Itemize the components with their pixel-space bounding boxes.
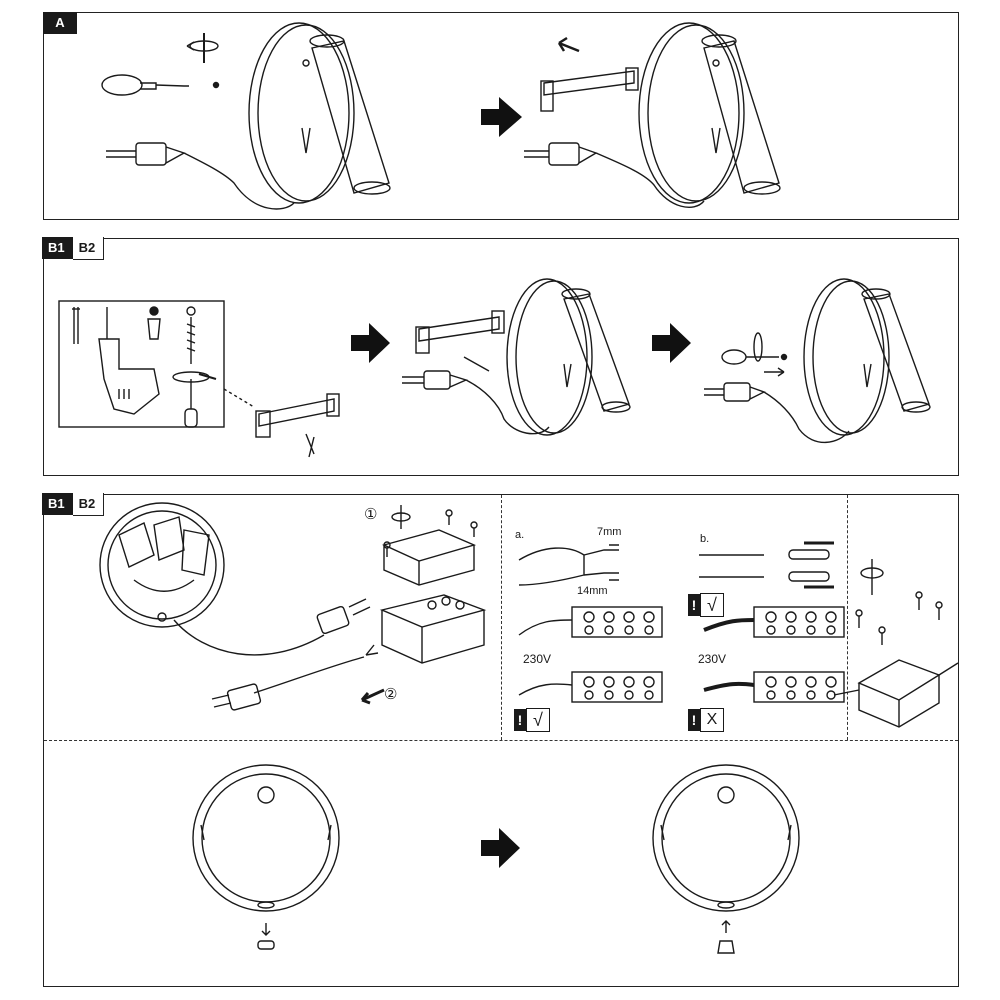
screws-group-2 (855, 591, 943, 645)
wall-lamp-2 (638, 22, 781, 204)
ok-badge-b: ! √ (688, 593, 724, 617)
step-arrow-c (481, 828, 520, 868)
error-badge: ! X (688, 708, 724, 732)
warning-icon: ! (514, 709, 526, 731)
panel-b-tag-right: B2 (72, 237, 105, 260)
mounting-bracket-b1 (255, 393, 340, 458)
sub-b-label: b. (700, 533, 710, 545)
check-mark-a: √ (526, 708, 550, 732)
rotate-icon-2 (391, 505, 411, 529)
warning-icon: ! (688, 594, 700, 616)
panel-c-tag-right: B2 (72, 493, 105, 516)
sub-a-label: a. (515, 529, 525, 541)
ok-badge-a: ! √ (514, 708, 550, 732)
panel-a: A (43, 12, 959, 220)
strip-short-label: 7mm (597, 526, 622, 538)
terminal-block-b-2 (703, 671, 845, 703)
step-arrow-b2 (652, 323, 691, 363)
lamp-base-open (99, 502, 225, 628)
panel-b-illustration (58, 278, 931, 458)
wall-lamp-3 (506, 278, 631, 436)
voltage-b-label: 230V (698, 652, 727, 666)
base-plate-1 (192, 764, 340, 912)
panel-b-tag: B1 B2 (42, 237, 105, 261)
divider-horizontal (44, 740, 958, 741)
mounting-bracket-b2 (415, 310, 505, 354)
screws-group-1 (383, 509, 478, 557)
junction-box-closed (833, 659, 959, 728)
check-mark-b: √ (700, 593, 724, 617)
panel-b: B1 B2 (42, 237, 959, 476)
cap-removed-icon (257, 923, 275, 950)
panel-c-illustration (99, 502, 959, 954)
power-plug-5 (173, 598, 371, 656)
terminal-block-b-1 (703, 606, 845, 638)
step-arrow-b1 (351, 323, 390, 363)
step-2-label: ② (384, 686, 398, 703)
cross-mark: X (700, 708, 724, 732)
screwdriver-icon (101, 74, 189, 96)
junction-box (379, 529, 487, 664)
divider-vertical-1 (501, 495, 502, 740)
panel-a-illustration (101, 22, 781, 210)
wire-ferrule-diagram (699, 541, 834, 589)
wall-plug-icon (147, 306, 161, 340)
divider-vertical-2 (847, 495, 848, 740)
terminal-block-a-1 (518, 606, 663, 638)
rotate-icon-3 (860, 559, 884, 595)
panel-a-tag: A (43, 12, 77, 34)
drill-icon (98, 307, 160, 415)
voltage-a-label: 230V (523, 652, 552, 666)
panel-c-tag: B1 B2 (42, 493, 105, 517)
wall-lamp-1 (248, 22, 391, 204)
power-plug-6 (211, 656, 365, 711)
strip-long-label: 14mm (577, 585, 608, 597)
screwdriver-small-icon (721, 332, 788, 377)
wire-strip-diagram (518, 544, 619, 586)
terminal-block-a-2 (518, 671, 663, 703)
step-arrow-a (481, 97, 522, 137)
power-plug-1 (106, 142, 295, 210)
warning-icon: ! (688, 709, 700, 731)
cap-inserted-icon (717, 920, 735, 954)
wall-lamp-4 (803, 278, 931, 436)
tools-box (58, 300, 225, 428)
panel-b-tag-left: B1 (42, 237, 73, 259)
power-plug-3 (402, 370, 550, 435)
panel-c-tag-left: B1 (42, 493, 73, 515)
rotate-icon (186, 33, 219, 63)
power-plug-4 (704, 382, 850, 444)
power-plug-2 (524, 142, 705, 208)
step-1-label: ① (364, 506, 378, 523)
base-plate-2 (652, 764, 800, 912)
mounting-bracket-a (540, 67, 639, 112)
hand-screwdriver-icon (172, 371, 210, 428)
drill-bit-icon (72, 307, 80, 344)
panel-c: B1 B2 (42, 493, 959, 987)
screw-long-icon (186, 306, 196, 364)
screw-icon (212, 81, 220, 89)
